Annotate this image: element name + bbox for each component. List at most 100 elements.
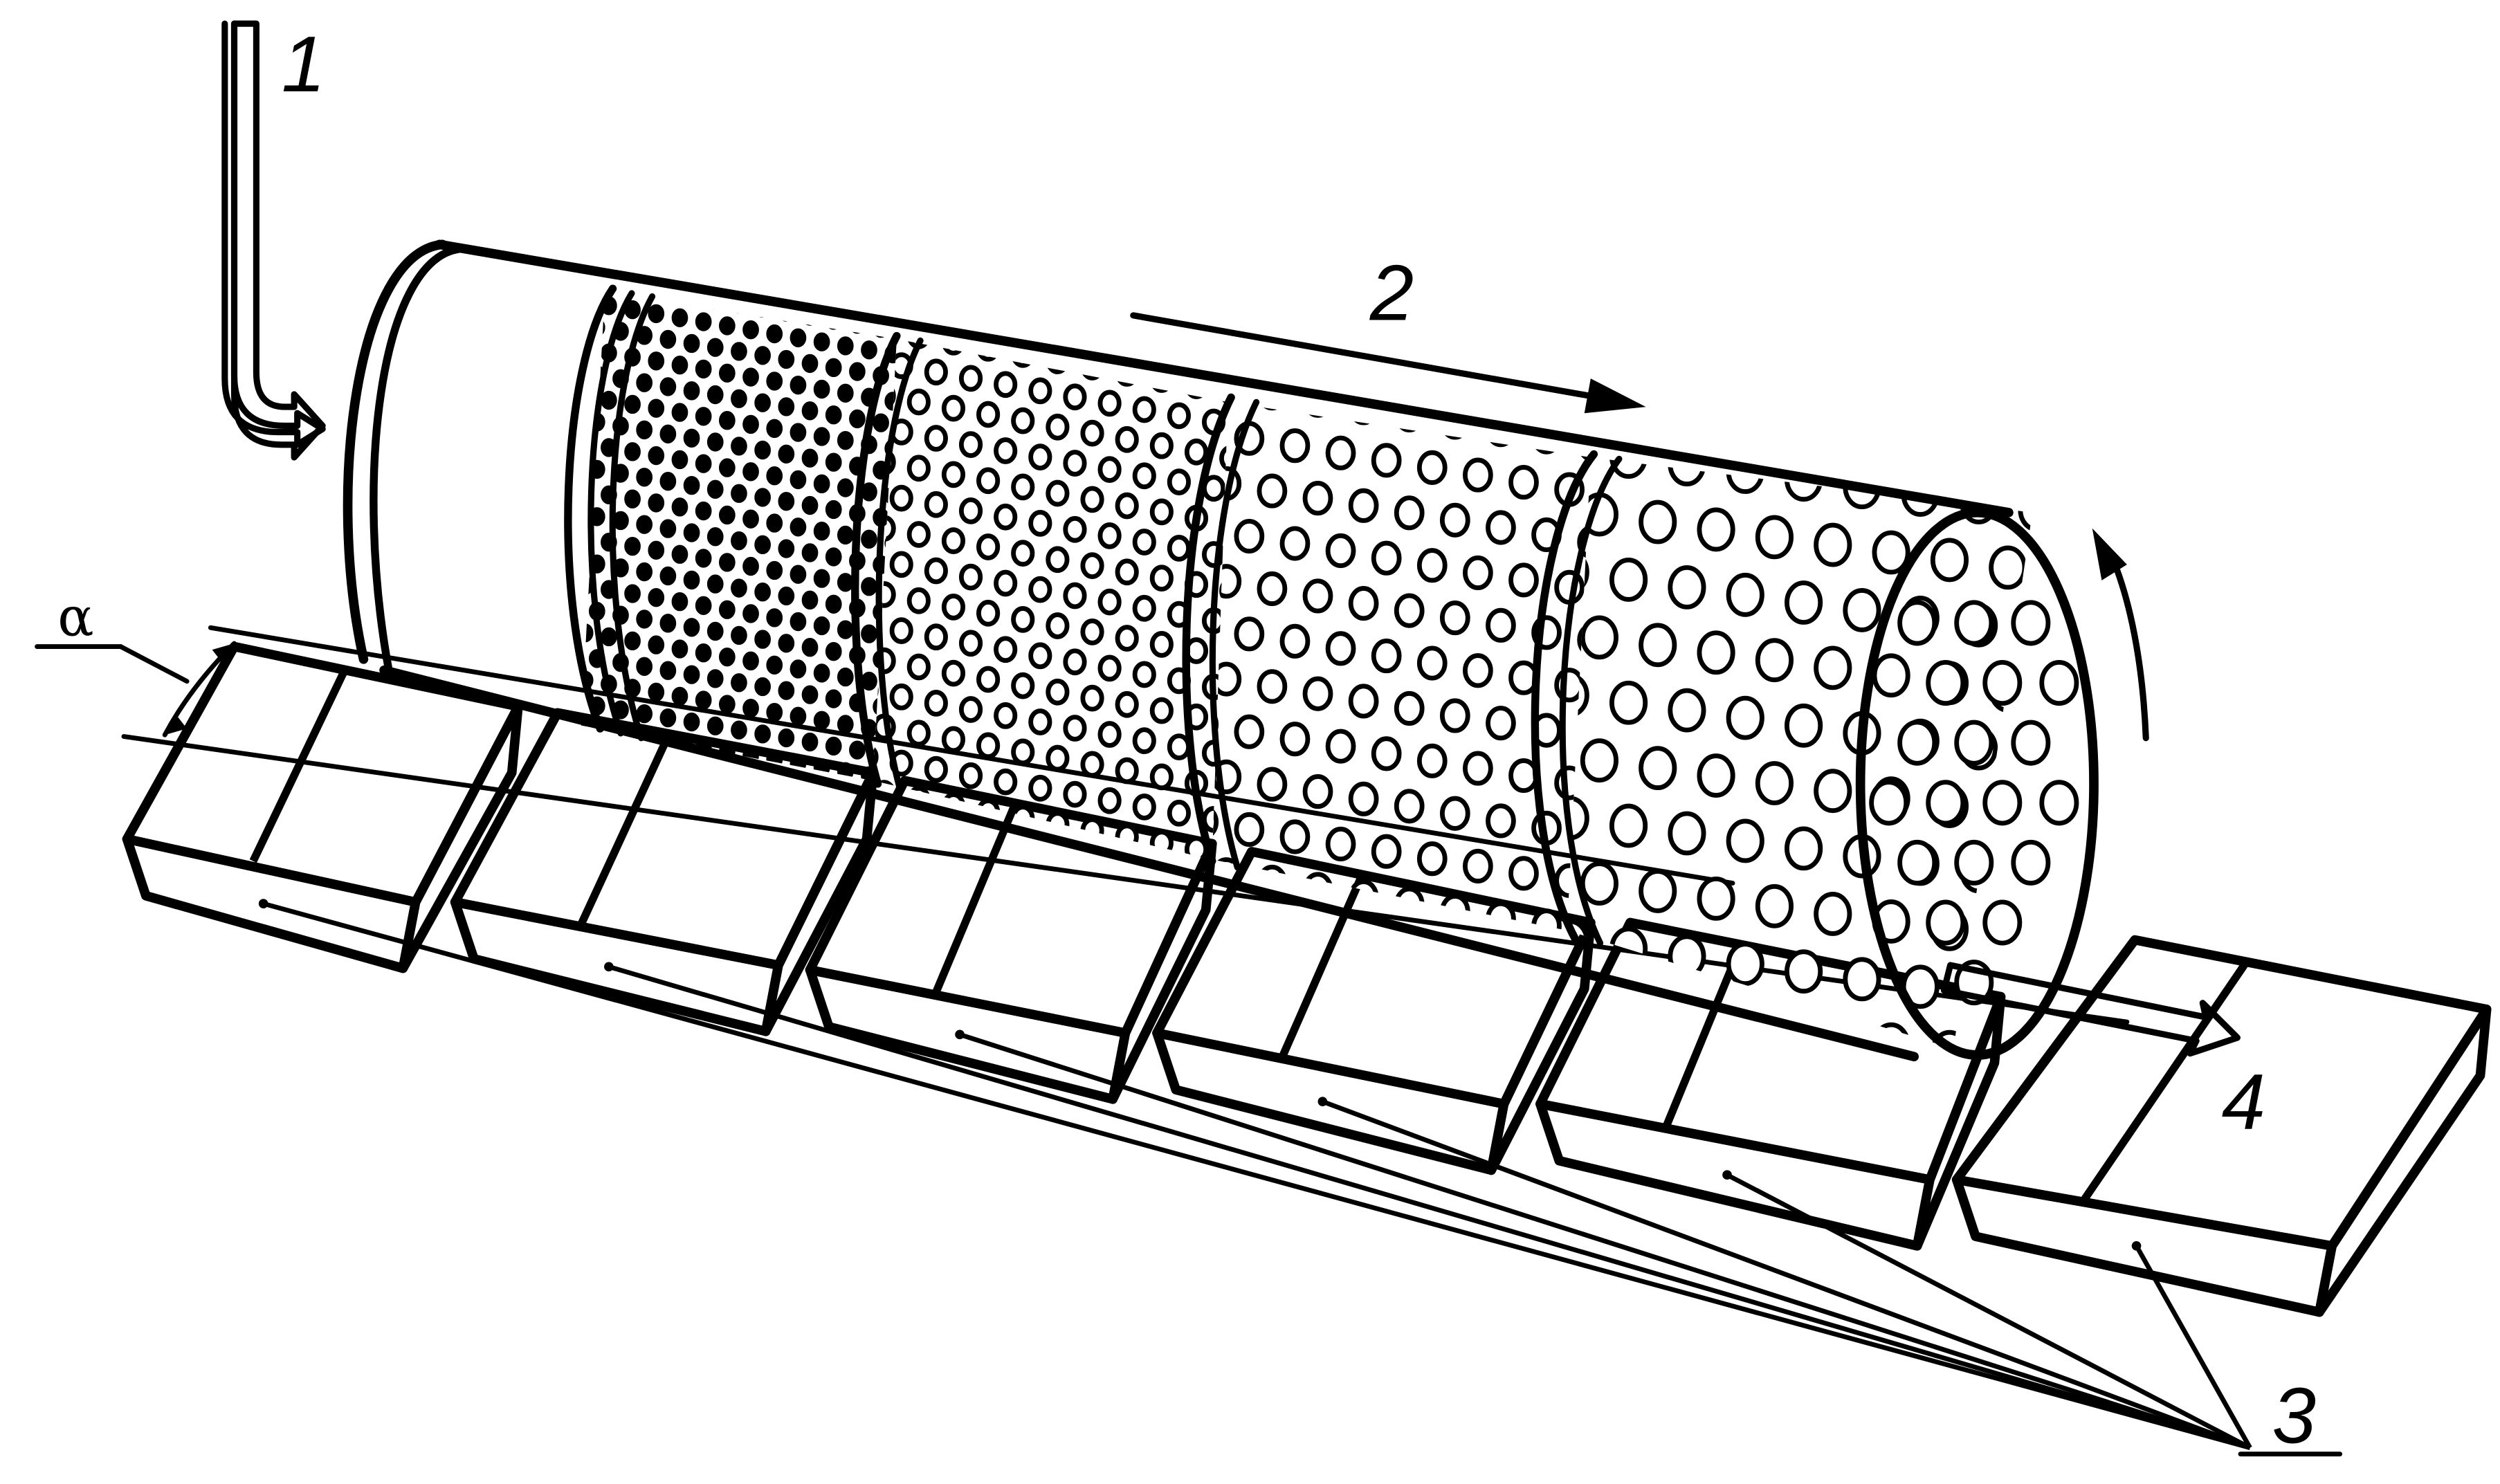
screen-hole (1325, 631, 1356, 666)
screen-hole (648, 399, 665, 418)
screen-hole (636, 657, 653, 676)
screen-hole (706, 716, 724, 735)
screen-hole (1132, 594, 1156, 622)
tray-divider (1663, 944, 1744, 1128)
screen-hole (1609, 803, 1648, 848)
screen-hole (825, 547, 842, 567)
screen-hole (1149, 565, 1174, 592)
drum-discharge-opening (1855, 507, 2099, 1060)
screen-hole (1046, 678, 1070, 706)
screen-hole (683, 428, 700, 448)
screen-hole (813, 379, 830, 399)
screen-hole (695, 690, 712, 710)
screen-hole (766, 466, 783, 486)
screen-hole (924, 425, 948, 452)
screen-hole (976, 533, 1001, 560)
discharge-hole (1897, 600, 1937, 646)
screen-hole (754, 346, 771, 365)
screen-hole (1416, 450, 1448, 485)
screen-hole (1097, 654, 1122, 682)
screen-hole (1063, 383, 1087, 411)
screen-hole (1814, 769, 1852, 814)
screen-hole (1755, 638, 1794, 683)
screen-hole (648, 682, 665, 702)
screen-hole (581, 313, 582, 333)
screen-hole (976, 599, 1001, 627)
screen-hole (790, 328, 807, 347)
screen-hole (906, 388, 931, 416)
discharge-hole (1954, 839, 1994, 886)
screen-hole (742, 556, 759, 576)
screen-hole (731, 389, 747, 408)
screen-hole (825, 452, 842, 472)
screen-hole (1580, 738, 1618, 783)
oversize-arrow-shape (1940, 962, 2241, 1057)
screen-hole (1063, 450, 1087, 477)
section-ring-1c (609, 293, 656, 742)
screen-hole (1080, 751, 1104, 778)
screen-hole (825, 594, 842, 614)
screen-hole (941, 394, 966, 422)
screen-hole (994, 437, 1018, 464)
screen-hole (695, 407, 712, 426)
screen-hole (1132, 727, 1156, 755)
screen-hole (958, 497, 983, 524)
screen-hole (1132, 529, 1156, 556)
screen-hole (659, 566, 677, 586)
screen-hole (731, 720, 747, 740)
screen-hole (778, 634, 795, 653)
discharge-hole (1926, 659, 1966, 706)
screen-hole (659, 661, 677, 680)
screen-hole (1814, 892, 1852, 936)
screen-hole (581, 292, 594, 311)
discharge-hole (2011, 600, 2051, 646)
screen-hole (766, 655, 783, 675)
screen-hole (1872, 530, 1910, 575)
feed-arrow-shape (230, 20, 326, 461)
screen-hole (1302, 481, 1333, 516)
screen-hole (1028, 576, 1052, 603)
screen-hole (1755, 761, 1794, 805)
screen-hole (659, 708, 677, 728)
screen-hole (766, 608, 783, 628)
rotation-arrow (2092, 528, 2149, 742)
screen-hole (1668, 565, 1706, 610)
screen-hole (742, 699, 759, 718)
screen-hole (1028, 708, 1052, 735)
screen-hole (801, 732, 819, 752)
screen-hole (766, 560, 783, 580)
screen-hole (695, 454, 712, 473)
screen-hole (1348, 684, 1379, 719)
screen-hole (958, 431, 983, 458)
screen-hole (1302, 774, 1333, 809)
screen-hole (1279, 722, 1311, 757)
screen-hole (825, 641, 842, 661)
screen-hole (1149, 763, 1174, 791)
screen-hole (837, 525, 854, 545)
screen-hole (1609, 680, 1648, 725)
screen-hole (754, 630, 771, 649)
screen-hole (790, 517, 807, 537)
screen-hole (1149, 498, 1174, 526)
screen-hole (1184, 438, 1209, 466)
screen-hole (1257, 669, 1288, 704)
screen-hole (1028, 443, 1052, 470)
screen-hole (790, 706, 807, 726)
screen-hole (889, 551, 913, 578)
screen-hole (601, 390, 617, 410)
screen-hole (1463, 653, 1493, 688)
tray-leader-line (1726, 1173, 2252, 1450)
screen-hole (1508, 464, 1539, 500)
angle-arrowhead-bottom (165, 714, 188, 735)
screen-hole (1325, 533, 1356, 569)
screen-hole (1257, 473, 1288, 509)
screen-hole (754, 724, 771, 744)
screen-hole (1325, 729, 1356, 764)
screen-hole (1115, 690, 1139, 718)
screen-hole (683, 665, 700, 684)
screen-hole (813, 332, 830, 351)
screen-hole (906, 455, 931, 482)
screen-hole (1325, 435, 1356, 470)
screen-hole (671, 403, 688, 422)
screen-hole (1063, 582, 1087, 610)
